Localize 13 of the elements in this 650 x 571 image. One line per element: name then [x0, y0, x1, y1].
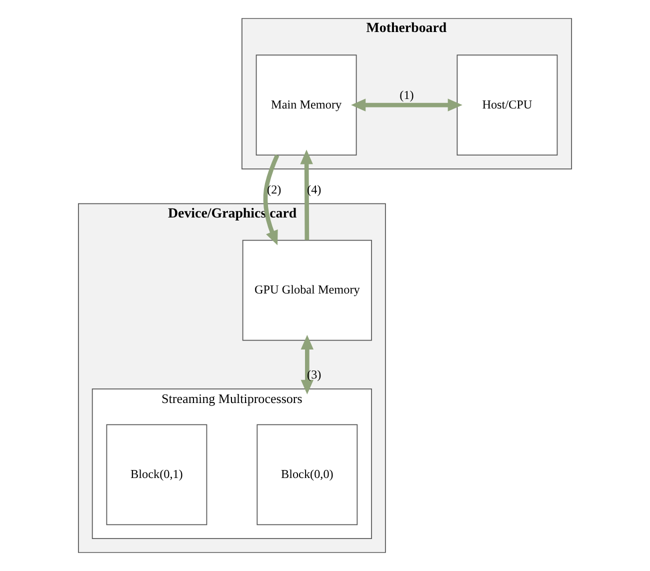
node-box: Main Memory — [256, 54, 357, 156]
arrow — [351, 98, 462, 112]
edge-label: (4) — [307, 182, 322, 196]
edge-label: (1) — [400, 88, 414, 102]
node-box: Block(0,0) — [256, 424, 358, 526]
arrow — [300, 150, 313, 240]
node-box: Block(0,1) — [106, 424, 208, 526]
node-box: GPU Global Memory — [242, 240, 372, 341]
edge-label: (2) — [267, 182, 282, 196]
edge-label: (3) — [307, 368, 322, 382]
node-box: Host/CPU — [456, 54, 558, 156]
arrow — [300, 334, 314, 394]
arrow — [263, 154, 280, 246]
